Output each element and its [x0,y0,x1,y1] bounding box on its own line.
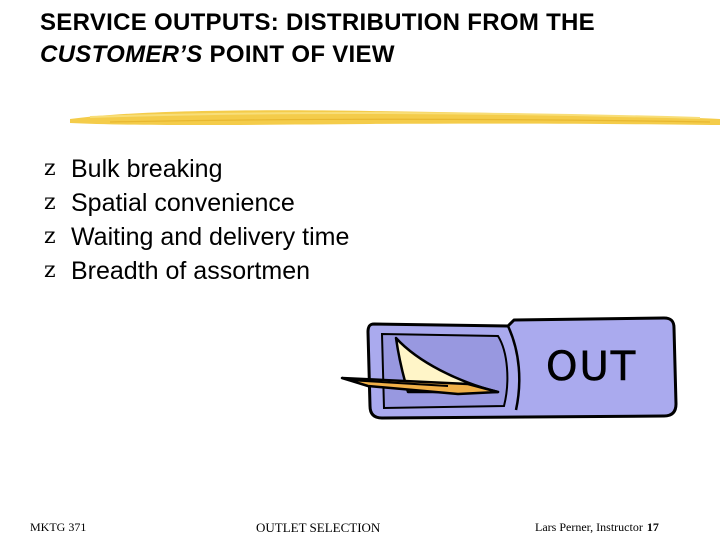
bullet-marker: z [44,156,56,181]
footer-section-title: OUTLET SELECTION [256,520,381,535]
out-label: OUT [546,344,637,390]
title-italic-word: CUSTOMER’S [40,41,203,68]
title-part-1: SERVICE OUTPUTS: DISTRIBUTION FROM THE [40,9,595,36]
bullet-marker: z [44,190,56,215]
bullet-item: z Breadth of assortmen [40,254,431,288]
slide-title: SERVICE OUTPUTS: DISTRIBUTION FROM THE C… [40,7,640,71]
footer-page-number: 17 [646,520,659,534]
footer-course-code: MKTG 371 [30,520,87,534]
footer-instructor-name: Lars Perner, Instructor [535,520,643,534]
bullet-text: Bulk breaking [71,155,223,183]
out-tray-icon: OUT [340,316,678,420]
bullet-text: Spatial convenience [71,189,295,217]
bullet-item: z Waiting and delivery time [40,220,371,254]
bullet-text: Breadth of assortmen [71,257,311,285]
bullet-item: z Bulk breaking [40,152,371,186]
bullet-marker: z [44,224,56,249]
bullet-item: z Spatial convenience [40,186,371,220]
title-part-2: POINT OF VIEW [202,41,395,68]
bullet-text: Waiting and delivery time [71,223,350,251]
bullet-marker: z [44,258,56,283]
title-underline-brush [70,110,720,125]
